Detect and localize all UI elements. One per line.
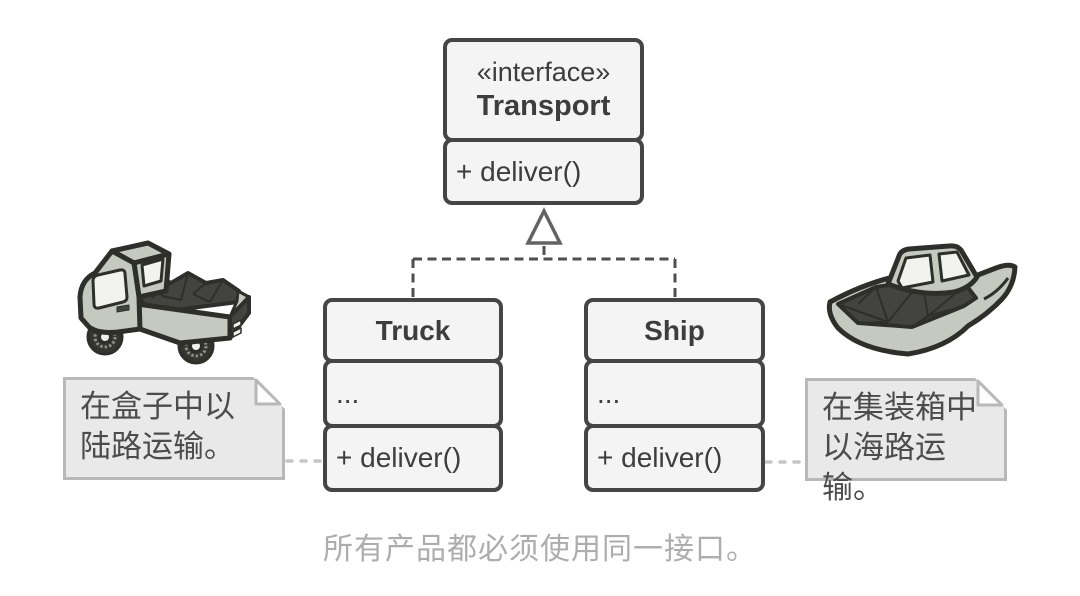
class-box-truck: Truck ... + deliver() — [323, 298, 503, 492]
note-fold-icon — [253, 377, 285, 409]
truck-title-compartment: Truck — [323, 298, 503, 363]
interface-stereotype: «interface» — [476, 57, 611, 87]
class-box-ship: Ship ... + deliver() — [584, 298, 765, 492]
truck-method-compartment: + deliver() — [323, 424, 503, 492]
ship-method-compartment: + deliver() — [584, 424, 765, 492]
interface-method: + deliver() — [456, 155, 582, 187]
ship-title-compartment: Ship — [584, 298, 765, 363]
truck-attributes: ... — [336, 377, 360, 409]
note-truck-line2: 陆路运输。 — [80, 429, 235, 464]
note-ship-line2: 以海路运输。 — [822, 430, 946, 505]
truck-attributes-compartment: ... — [323, 359, 503, 428]
truck-illustration — [77, 240, 251, 365]
interface-title-compartment: «interface» Transport — [443, 38, 644, 142]
note-ship-line1: 在集装箱中 — [822, 390, 977, 425]
interface-name: Transport — [476, 90, 611, 122]
note-ship: 在集装箱中 以海路运输。 — [805, 378, 1007, 505]
ship-class-name: Ship — [644, 314, 705, 346]
note-truck-line1: 在盒子中以 — [80, 389, 235, 424]
interface-method-compartment: + deliver() — [443, 138, 644, 205]
realization-triangle-icon — [525, 207, 563, 245]
note-fold-icon — [975, 378, 1007, 410]
interface-box-transport: «interface» Transport + deliver() — [443, 38, 644, 205]
truck-method: + deliver() — [336, 442, 462, 473]
ship-attributes: ... — [597, 377, 621, 409]
note-truck: 在盒子中以 陆路运输。 — [63, 377, 285, 480]
ship-method: + deliver() — [597, 442, 723, 473]
truck-class-name: Truck — [375, 314, 451, 346]
ship-illustration — [826, 243, 1018, 357]
ship-attributes-compartment: ... — [584, 359, 765, 428]
diagram-caption: 所有产品都必须使用同一接口。 — [323, 533, 757, 566]
